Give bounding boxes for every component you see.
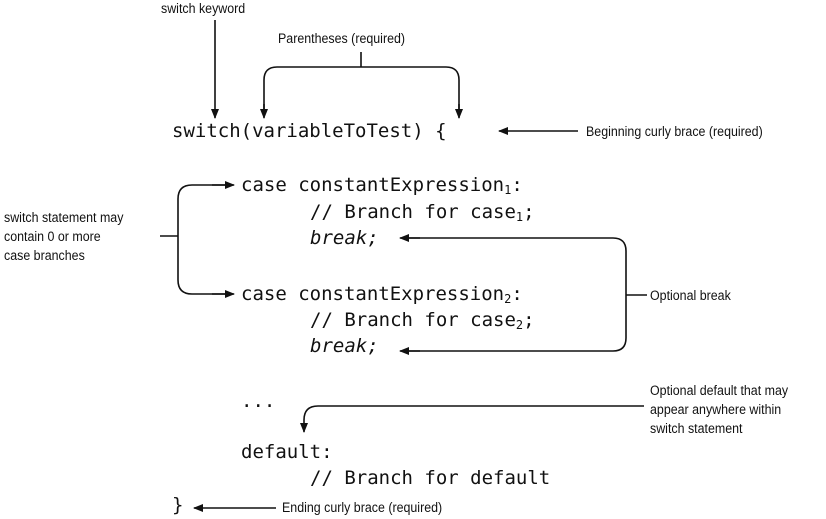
optional-default-label-line3: switch statement: [650, 421, 743, 436]
case2-branch-line: // Branch for case2;: [310, 309, 535, 332]
case1-line: case constantExpression1:: [241, 174, 523, 197]
branch1-subscript: 1: [515, 210, 524, 224]
branch2-subscript: 2: [515, 318, 524, 332]
parentheses-label: Parentheses (required): [278, 31, 406, 46]
case1-subscript: 1: [504, 183, 512, 197]
case2-subscript: 2: [504, 292, 512, 306]
case-branches-label-line2: contain 0 or more: [4, 229, 101, 244]
case-branches-label-line1: switch statement may: [4, 210, 124, 225]
closing-brace-line: }: [172, 494, 184, 516]
case2-line: case constantExpression2:: [241, 283, 523, 306]
optional-default-arrow: [300, 405, 644, 433]
optional-default-label-line1: Optional default that may: [650, 383, 789, 398]
default-line: default:: [241, 441, 333, 463]
optional-break-bracket: [402, 237, 647, 352]
case-branches-label-line3: case branches: [4, 248, 85, 263]
ellipsis-line: ...: [241, 390, 276, 412]
case1-branch-line: // Branch for case1;: [310, 201, 535, 224]
switch-line: switch(variableToTest) {: [172, 120, 447, 142]
optional-default-label-line2: appear anywhere within: [650, 402, 782, 417]
ending-brace-label: Ending curly brace (required): [282, 500, 443, 515]
break1-line: break;: [310, 227, 379, 249]
beginning-brace-label: Beginning curly brace (required): [586, 124, 763, 139]
break2-line: break;: [310, 335, 379, 357]
switch-keyword-label: switch keyword: [161, 1, 246, 16]
case-branches-bracket: [160, 184, 232, 295]
default-branch-line: // Branch for default: [310, 467, 551, 489]
optional-break-label: Optional break: [650, 288, 731, 303]
parentheses-bracket: [263, 52, 460, 110]
